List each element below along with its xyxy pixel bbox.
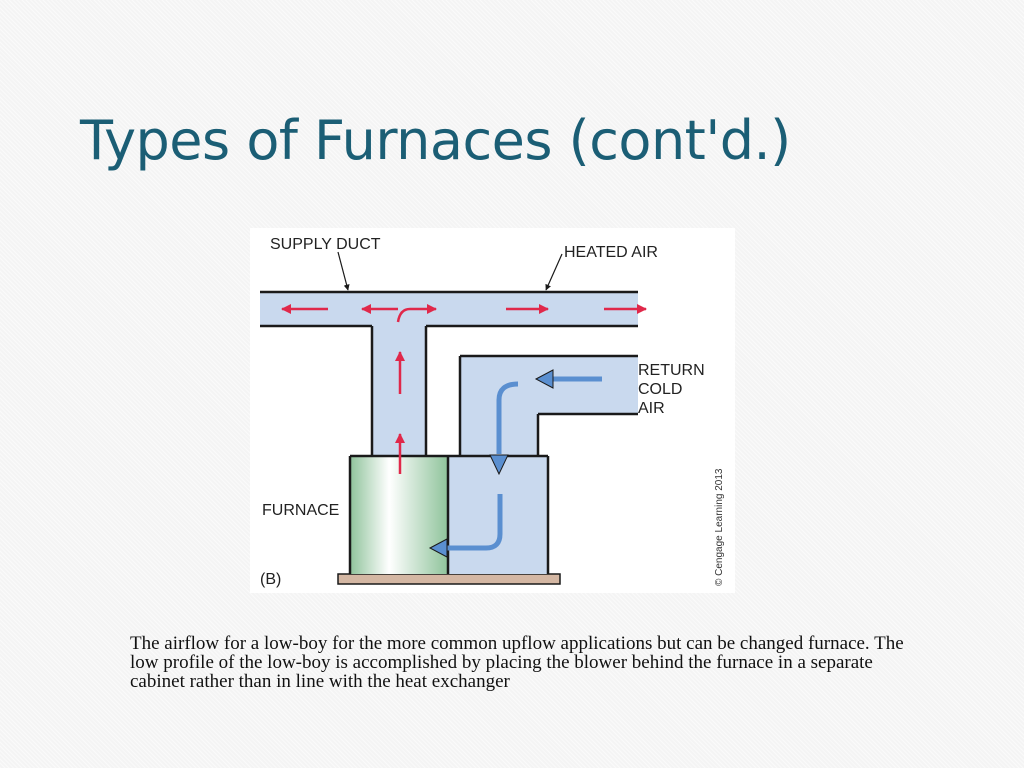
heated-air-label: HEATED AIR [564, 244, 658, 261]
cold-air-arrows [428, 369, 602, 558]
slide-title: Types of Furnaces (cont'd.) [80, 109, 791, 172]
furnace-label: FURNACE [262, 502, 339, 519]
furnace-diagram: SUPPLY DUCT HEATED AIR RETURN COLD AIR F… [250, 228, 735, 593]
furnace-base [337, 573, 561, 585]
return-duct [460, 356, 638, 456]
heated-air-arrows [281, 304, 647, 474]
copyright-label: © Cengage Learning 2013 [714, 468, 725, 586]
return-cold-air-label-1: RETURN [638, 362, 705, 379]
furnace-cabinet [350, 456, 448, 574]
supply-duct-label: SUPPLY DUCT [270, 236, 381, 253]
return-cold-air-label-3: AIR [638, 400, 665, 417]
return-cold-air-label-2: COLD [638, 381, 682, 398]
slide-caption: The airflow for a low-boy for the more c… [130, 633, 904, 692]
panel-label: (B) [260, 571, 281, 588]
